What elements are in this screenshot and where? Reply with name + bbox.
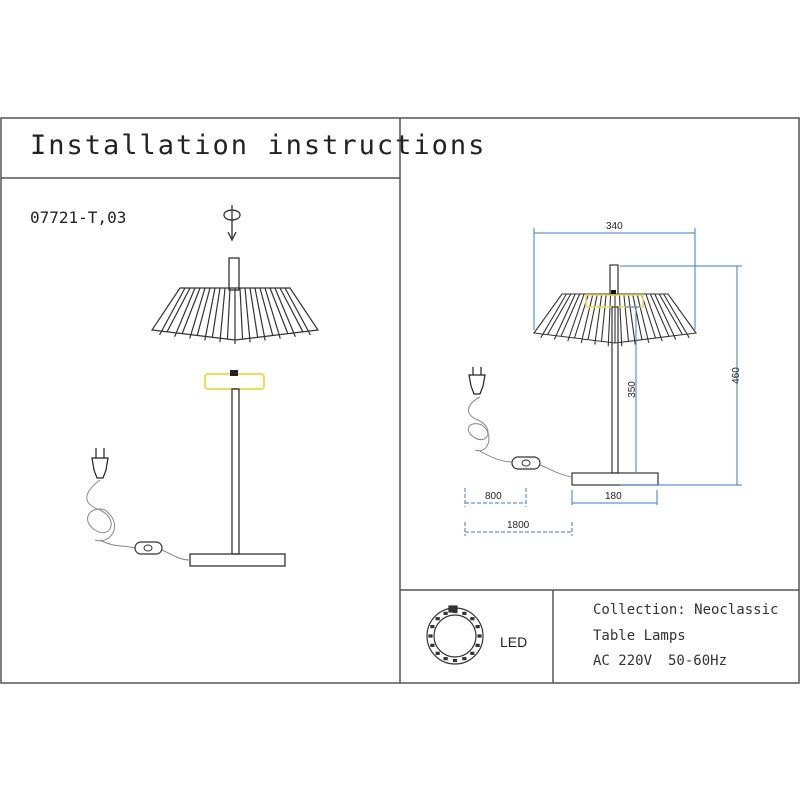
led-chip — [430, 625, 435, 629]
led-chip — [477, 634, 482, 638]
dim-cord-to-switch: 800 — [485, 491, 502, 502]
lampshade-left — [150, 287, 320, 344]
lampshade-right — [533, 293, 697, 347]
spec-frequency: 50-60Hz — [668, 653, 728, 669]
led-chip — [443, 657, 448, 661]
shade-pleats — [533, 293, 697, 347]
led-chip — [475, 625, 480, 629]
led-chip — [443, 611, 448, 615]
connector — [230, 370, 238, 376]
spec-voltage: AC 220V — [593, 653, 653, 669]
power-cord-left — [86, 479, 191, 561]
led-chip — [475, 643, 480, 647]
led-ring-icon — [426, 605, 484, 665]
base-left — [189, 553, 286, 567]
connector-right — [611, 290, 616, 295]
dim-total-height: 460 — [730, 367, 742, 384]
light-source-label: LED — [500, 634, 528, 650]
led-chip — [428, 634, 433, 638]
finial-rod — [228, 257, 240, 291]
dim-base-width: 180 — [605, 491, 622, 502]
led-chip — [462, 657, 467, 661]
led-chip — [435, 617, 440, 621]
switch-left — [134, 541, 163, 555]
led-ring-left — [204, 373, 265, 390]
led-chip — [435, 651, 440, 655]
led-chip — [452, 658, 458, 663]
dim-shade-width: 340 — [606, 221, 623, 232]
base-right — [571, 472, 659, 486]
led-chip — [452, 609, 458, 614]
switch-right — [511, 456, 541, 470]
led-chip — [430, 643, 435, 647]
switch-button-left — [143, 544, 153, 552]
spec-collection: Collection: Neoclassic — [593, 602, 779, 618]
plug-icon-left — [91, 448, 109, 479]
dimension-lines — [464, 228, 742, 536]
rotate-icon — [223, 205, 241, 242]
power-cord-right — [467, 396, 573, 478]
page-title: Installation instructions — [30, 130, 487, 161]
shade-pleats — [150, 287, 320, 344]
model-code: 07721-T,03 — [30, 208, 127, 227]
led-chip — [470, 651, 475, 655]
spec-category: Table Lamps — [593, 628, 686, 644]
stem-left — [231, 388, 240, 555]
led-chip — [470, 617, 475, 621]
dim-stem-height: 350 — [626, 381, 638, 398]
frame — [0, 117, 800, 684]
switch-button-right — [521, 459, 531, 467]
dim-cord-length: 1800 — [507, 520, 530, 531]
plug-icon-right — [468, 367, 486, 395]
led-chip — [462, 611, 467, 615]
